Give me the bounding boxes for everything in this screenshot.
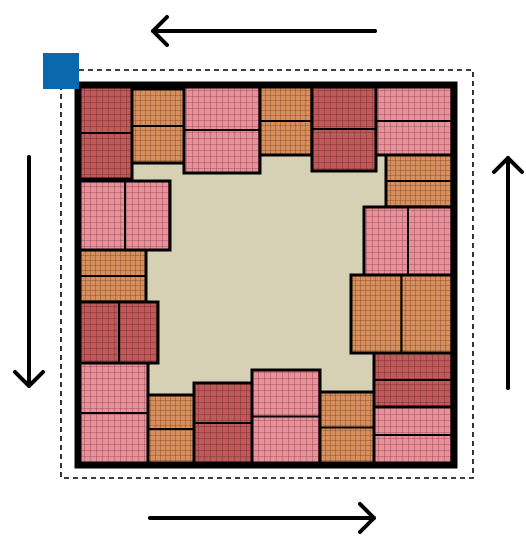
tile-orange xyxy=(349,273,454,355)
tile-pink xyxy=(362,205,454,277)
arrow-left-icon xyxy=(151,15,377,47)
arrow-down-icon xyxy=(13,155,45,388)
tile-orange xyxy=(130,87,186,165)
tile-pink xyxy=(78,361,150,465)
arrow-right-icon xyxy=(148,502,376,534)
arrow-group xyxy=(13,15,524,534)
blue-square-icon xyxy=(43,53,79,89)
tile-pink xyxy=(250,368,322,465)
tile-orange xyxy=(258,85,314,157)
tile-pink xyxy=(78,179,172,252)
tile-orange xyxy=(78,248,148,304)
dashed-boundary xyxy=(60,69,474,479)
tile-pink xyxy=(374,85,454,157)
tile-orange xyxy=(384,153,454,209)
tile-pink xyxy=(372,405,454,465)
tile-group xyxy=(78,85,454,465)
tile-orange xyxy=(318,390,376,465)
outer-frame xyxy=(74,81,458,469)
tile-orange xyxy=(146,393,196,465)
tile-red xyxy=(310,85,378,173)
tile-red xyxy=(192,381,254,465)
tile-red xyxy=(372,351,454,409)
arrow-up-icon xyxy=(492,156,524,390)
tile-red xyxy=(78,300,160,365)
tile-red xyxy=(78,85,134,181)
tile-pink xyxy=(182,85,262,175)
